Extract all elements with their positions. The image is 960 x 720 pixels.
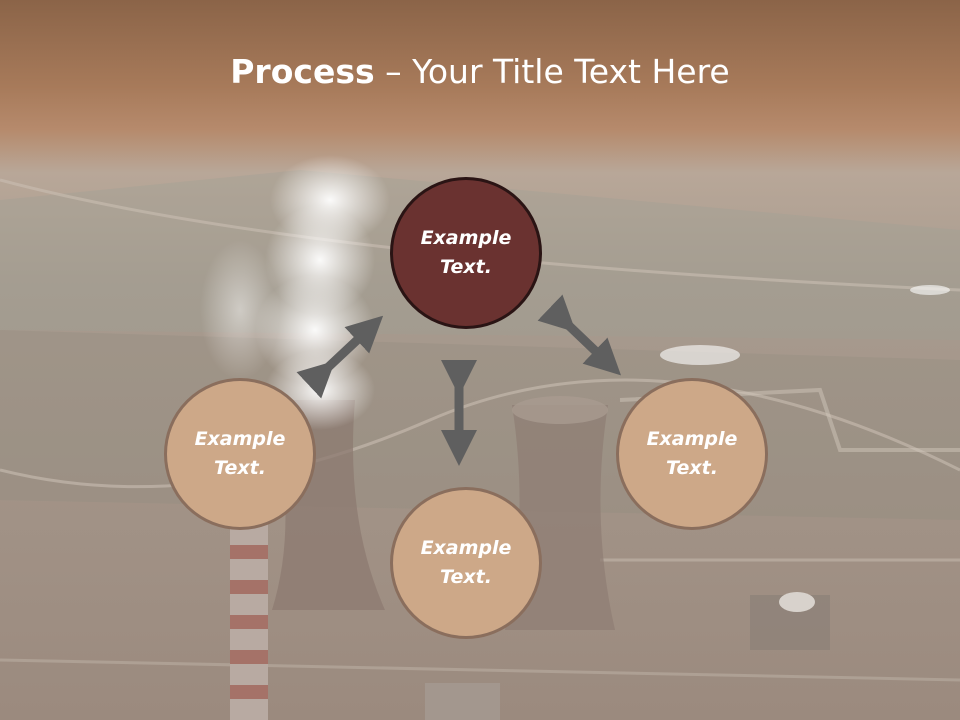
process-node-top[interactable]: Example Text. <box>390 177 542 329</box>
title-rest: – Your Title Text Here <box>374 52 730 91</box>
arrow-top-left <box>296 315 384 399</box>
node-top-line1: Example <box>420 227 512 249</box>
node-right-line2: Text. <box>666 457 718 479</box>
process-node-left[interactable]: Example Text. <box>164 378 316 530</box>
node-left-line1: Example <box>194 428 286 450</box>
node-bottom-line1: Example <box>420 537 512 559</box>
process-node-right[interactable]: Example Text. <box>616 378 768 530</box>
node-left-line2: Text. <box>214 457 266 479</box>
arrow-top-right <box>537 294 622 376</box>
node-top-line2: Text. <box>440 256 492 278</box>
slide-title: Process – Your Title Text Here <box>0 52 960 91</box>
node-right-line1: Example <box>646 428 738 450</box>
process-node-bottom[interactable]: Example Text. <box>390 487 542 639</box>
node-bottom-line2: Text. <box>440 566 492 588</box>
title-bold: Process <box>230 52 375 91</box>
